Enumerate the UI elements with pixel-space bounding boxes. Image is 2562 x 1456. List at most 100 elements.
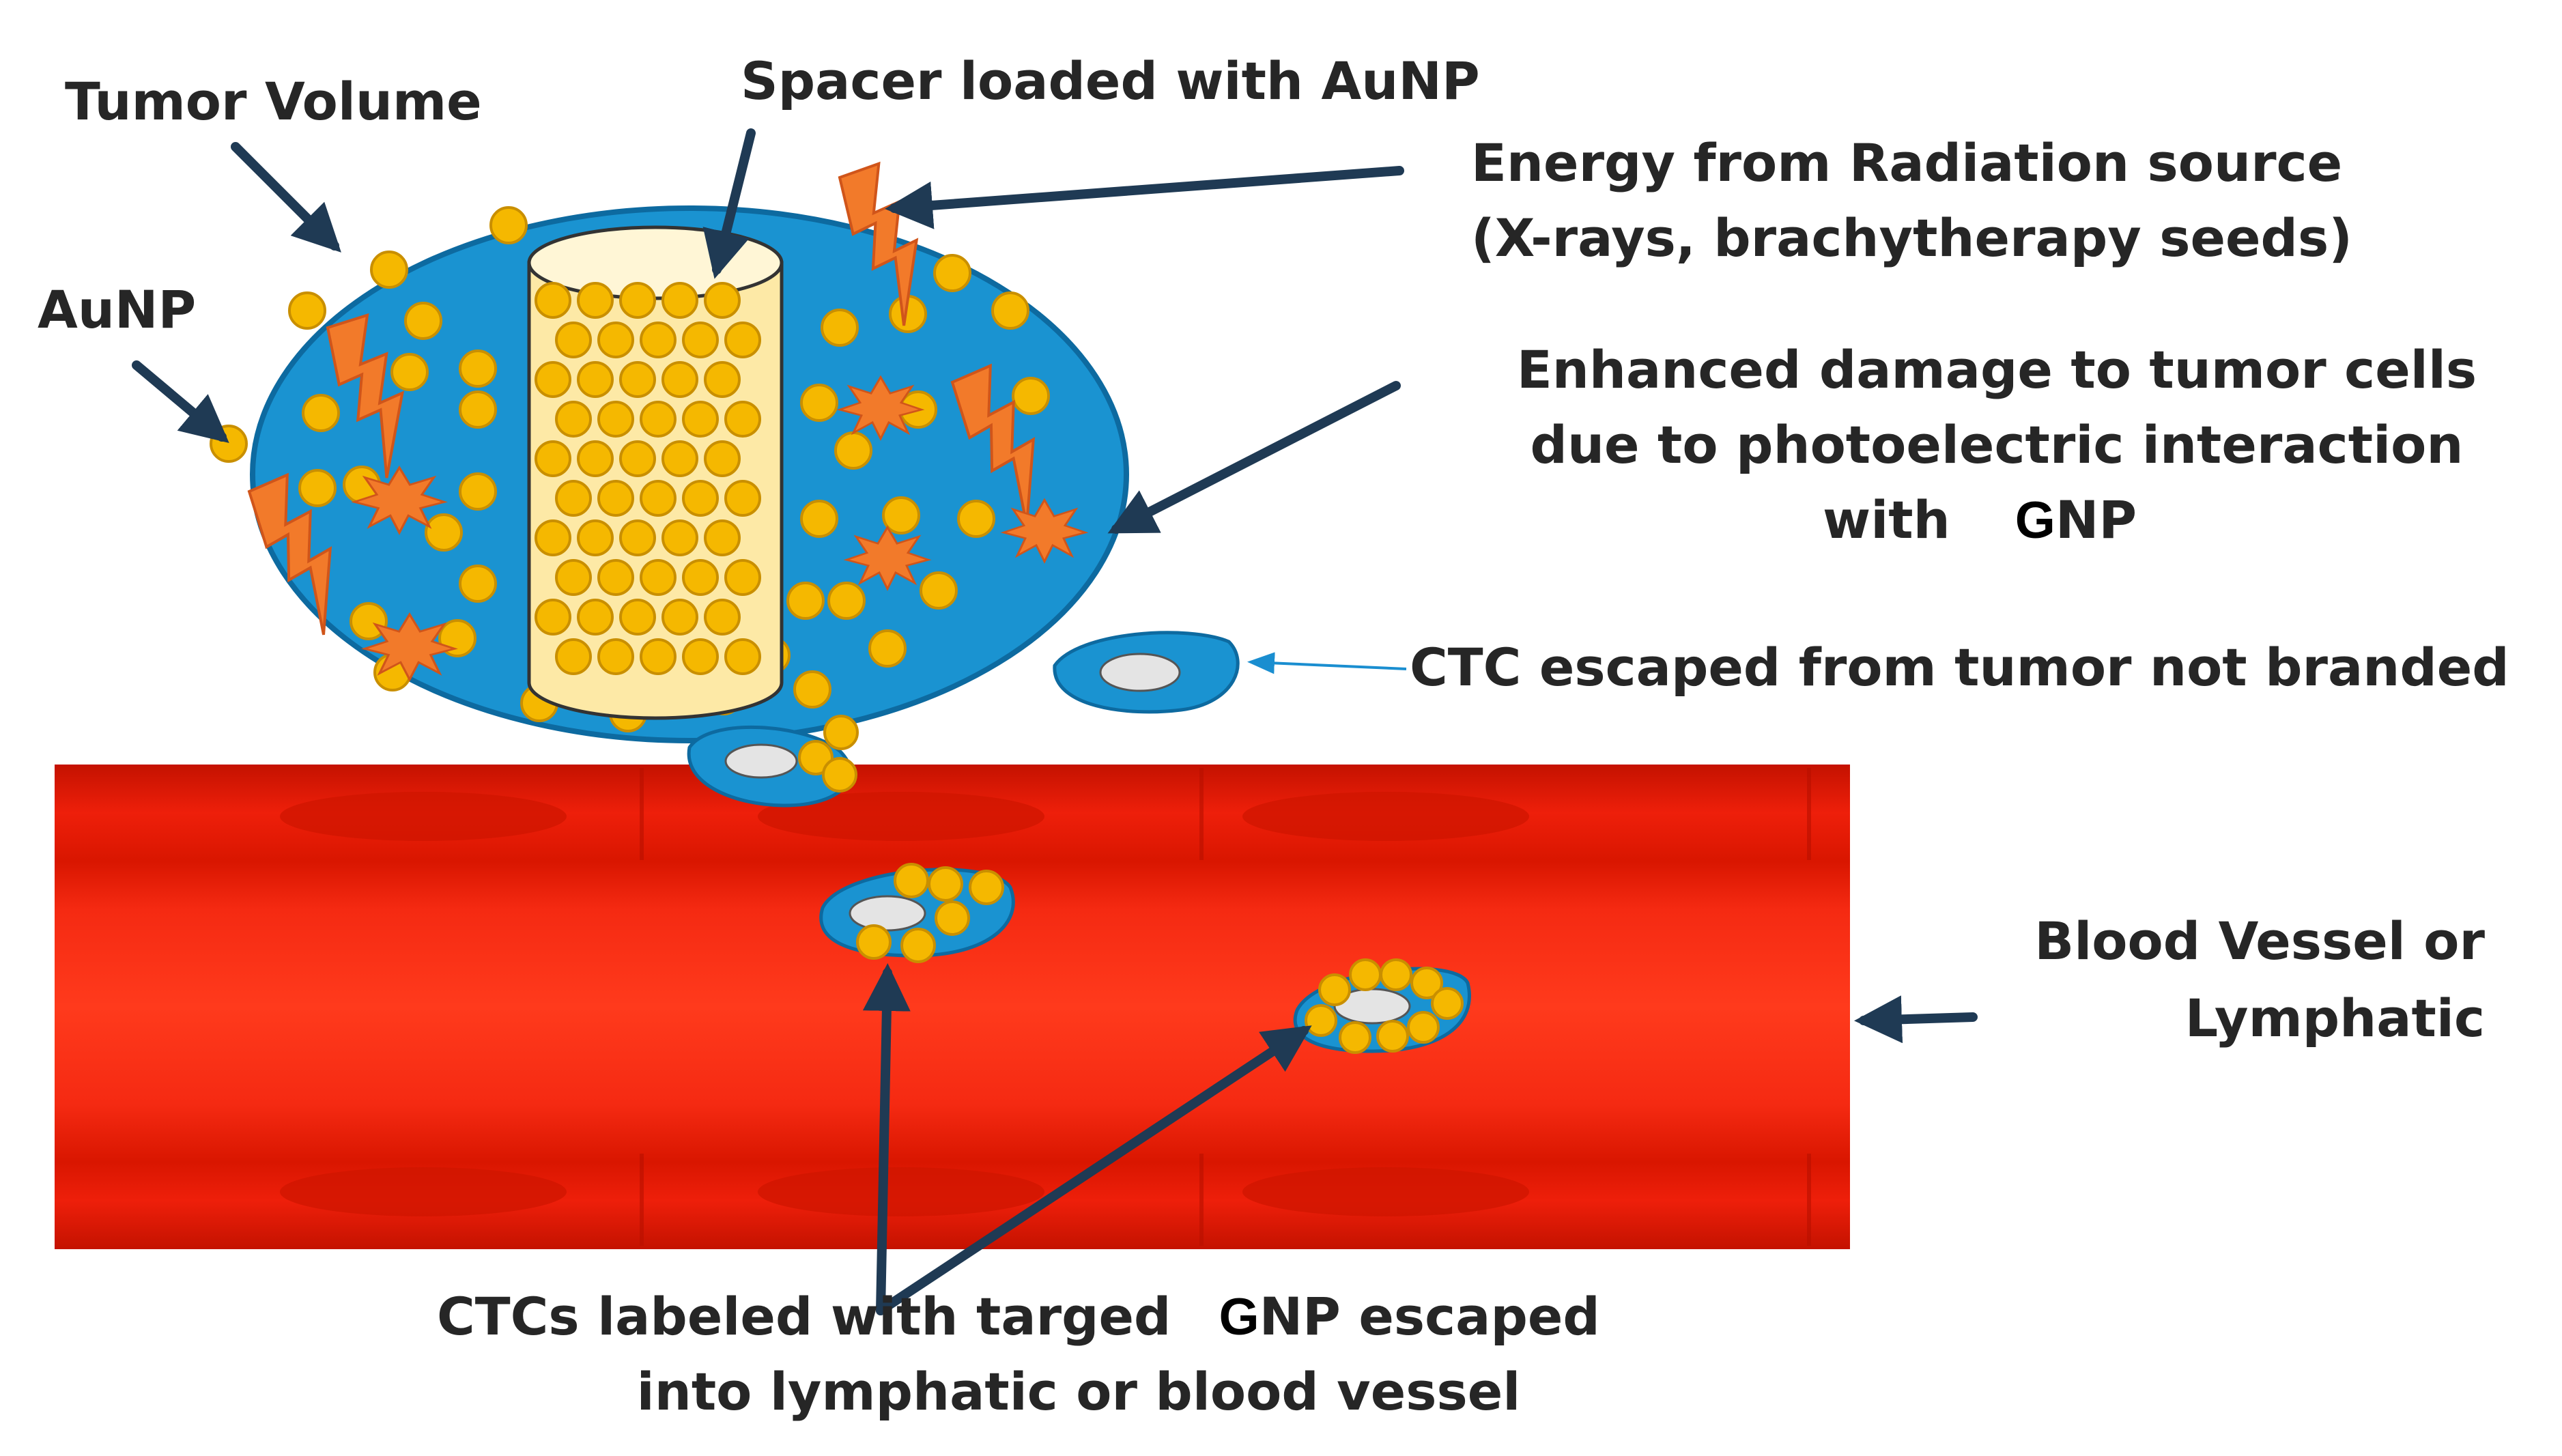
tumor-nanoparticles: [210, 206, 1050, 732]
label-ctcs-np: NP escaped: [1259, 1286, 1600, 1347]
nanoparticle: [298, 469, 337, 507]
nanoparticle: [834, 431, 872, 470]
label-damage-line3: with GNP: [1823, 489, 2137, 550]
nanoparticle: [920, 571, 958, 610]
nanoparticle: [682, 638, 719, 675]
nanoparticle: [661, 519, 698, 556]
spacer-nanoparticles: [535, 282, 761, 675]
label-vessel-line1: Blood Vessel or: [2034, 911, 2485, 971]
nanoparticle: [704, 282, 741, 319]
nanoparticle: [555, 401, 592, 438]
nanoparticle: [597, 638, 634, 675]
nanoparticle: [800, 384, 838, 422]
label-ctcs-text: CTCs labeled with targed: [437, 1286, 1171, 1347]
label-damage-with: with: [1823, 489, 1950, 550]
nanoparticle: [577, 440, 614, 477]
nanoparticle: [704, 361, 741, 398]
nanoparticle: [577, 282, 614, 319]
nanoparticle: [682, 480, 719, 517]
label-damage-np: NP: [2055, 489, 2137, 550]
nanoparticle: [404, 302, 442, 340]
nanoparticle: [555, 480, 592, 517]
arrow-ctc-labeled-1: [862, 963, 911, 1315]
nanoparticle: [577, 361, 614, 398]
label-tumor-volume: Tumor Volume: [65, 71, 482, 132]
nanoparticle: [991, 291, 1029, 330]
nanoparticle: [882, 496, 920, 534]
nanoparticle: [535, 599, 571, 636]
nanoparticle: [724, 401, 761, 438]
vessel-body: [55, 765, 1850, 1249]
nanoparticle: [459, 472, 497, 511]
nanoparticle: [577, 599, 614, 636]
nanoparticle: [640, 559, 677, 596]
nanoparticle: [800, 500, 838, 538]
vessel-texture: [280, 792, 1529, 1216]
nanoparticle: [350, 602, 388, 640]
nanoparticle: [425, 513, 463, 552]
nanoparticle: [640, 638, 677, 675]
label-energy-line1: Energy from Radiation source: [1471, 132, 2342, 193]
arrow-ctc-labeled-2: [876, 1025, 1312, 1315]
nanoparticle: [640, 401, 677, 438]
labeled-ctc-1: [819, 863, 1015, 963]
nanoparticle: [682, 322, 719, 358]
nanoparticle: [370, 251, 408, 289]
nanoparticle: [724, 638, 761, 675]
nanoparticle: [640, 480, 677, 517]
label-damage-line1: Enhanced damage to tumor cells: [1517, 339, 2477, 400]
arrow-spacer: [702, 128, 756, 279]
label-spacer: Spacer loaded with AuNP: [741, 51, 1480, 111]
nanoparticle: [827, 582, 866, 620]
nanoparticle: [535, 440, 571, 477]
nanoparticle: [459, 349, 497, 388]
label-energy-line2: (X-rays, brachytherapy seeds): [1471, 208, 2352, 268]
label-damage-line2: due to photoelectric interaction: [1531, 414, 2464, 475]
nanoparticle: [957, 500, 995, 538]
label-ctcs-g: G: [1219, 1288, 1259, 1346]
pointer-arrows: [132, 128, 1978, 1315]
arrow-damage: [1107, 381, 1401, 534]
nanoparticle: [704, 519, 741, 556]
nanoparticle: [661, 361, 698, 398]
nanoparticle: [577, 519, 614, 556]
labeled-ctc-2: [1293, 958, 1471, 1054]
nanoparticle: [724, 480, 761, 517]
nanoparticle: [597, 559, 634, 596]
nanoparticle: [555, 559, 592, 596]
nanoparticle: [619, 361, 656, 398]
nanoparticle: [619, 440, 656, 477]
nanoparticle: [661, 599, 698, 636]
label-damage-g: G: [2015, 491, 2055, 549]
nanoparticle: [868, 629, 907, 668]
nanoparticle: [597, 480, 634, 517]
arrow-aunp: [132, 360, 229, 444]
nanoparticle: [682, 559, 719, 596]
nanoparticle: [724, 322, 761, 358]
nanoparticle: [555, 322, 592, 358]
nanoparticle: [288, 291, 326, 330]
label-ctcs-line1: CTCs labeled with targed GNP escaped: [437, 1286, 1600, 1347]
nanoparticle: [661, 282, 698, 319]
label-ctcs-line2: into lymphatic or blood vessel: [637, 1361, 1521, 1422]
nanoparticle: [459, 390, 497, 429]
arrow-vessel: [1854, 995, 1978, 1044]
vessel-segment-lines: [640, 768, 1811, 1246]
nanoparticle: [535, 282, 571, 319]
nanoparticle: [793, 670, 831, 709]
nanoparticle: [619, 519, 656, 556]
label-ctc-not-branded: CTC escaped from tumor not branded: [1410, 637, 2509, 698]
nanoparticle: [704, 440, 741, 477]
nanoparticle: [489, 206, 528, 244]
nanoparticle: [724, 559, 761, 596]
nanoparticle: [619, 599, 656, 636]
nanoparticle: [1012, 377, 1050, 415]
nanoparticle: [619, 282, 656, 319]
nanoparticle: [302, 394, 340, 432]
nanoparticle: [682, 401, 719, 438]
nanoparticle: [640, 322, 677, 358]
nanoparticle: [597, 322, 634, 358]
ctc-escaping-cell: [687, 715, 859, 808]
nanoparticle: [821, 309, 859, 347]
